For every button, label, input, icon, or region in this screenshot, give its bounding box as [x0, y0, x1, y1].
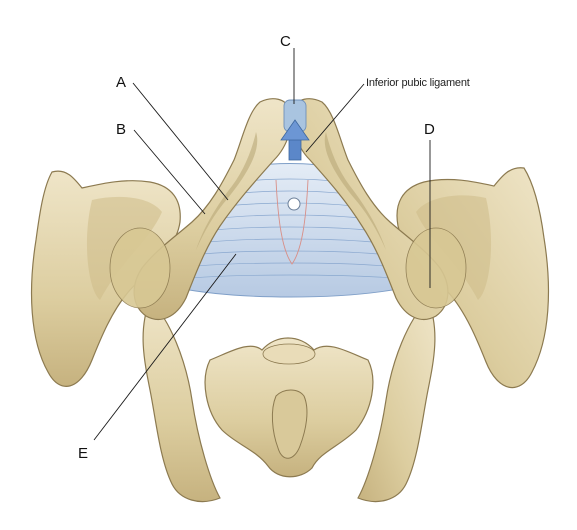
coccyx — [271, 389, 308, 459]
left-acetabulum — [109, 227, 171, 309]
sacral-promontory — [262, 343, 316, 365]
label-d: D — [424, 121, 435, 138]
label-a: A — [116, 74, 126, 91]
right-ischium — [357, 298, 436, 503]
urethral-opening — [287, 197, 301, 211]
label-c: C — [280, 33, 291, 50]
right-acetabulum — [405, 227, 467, 309]
leader-a — [132, 82, 229, 201]
left-pubic-shadow — [196, 132, 258, 250]
label-inferior-pubic-ligament: Inferior pubic ligament — [366, 77, 470, 89]
right-pubic-shadow — [324, 132, 386, 250]
blue-arrow-icon — [280, 119, 310, 161]
label-e: E — [78, 445, 88, 462]
leader-inferior-pubic-ligament — [305, 83, 365, 153]
leader-b — [133, 129, 206, 215]
urethral-outline — [275, 179, 309, 265]
leader-e — [93, 253, 237, 441]
label-b: B — [116, 121, 126, 138]
